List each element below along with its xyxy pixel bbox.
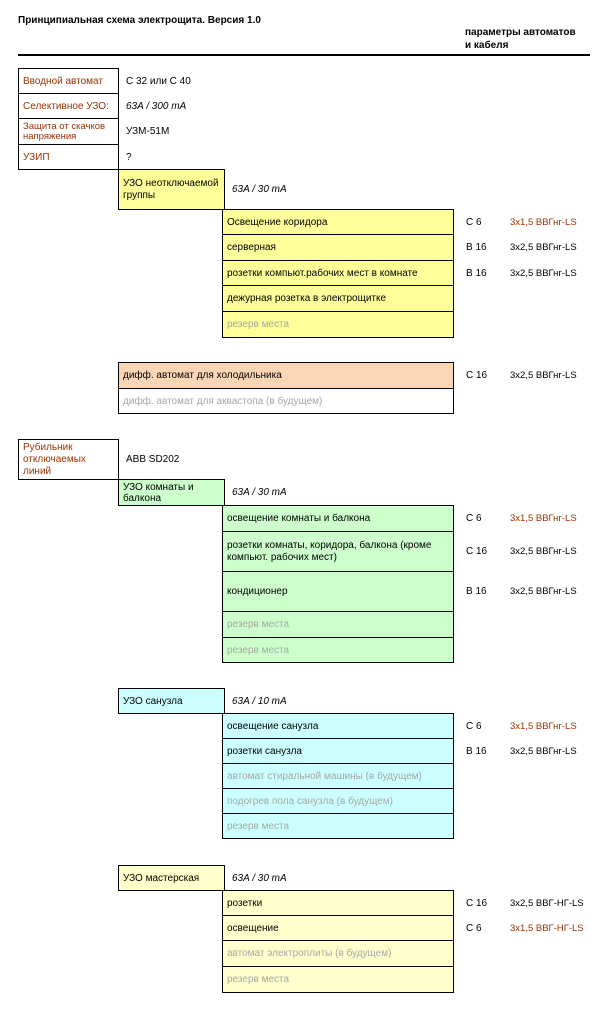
bath-breaker-0: C 6 <box>466 720 482 732</box>
always-on-line-0: Освещение коридора <box>222 209 454 235</box>
uzo-workshop-label: УЗО мастерская <box>118 865 225 891</box>
main-label-0: Вводной автомат <box>18 68 119 94</box>
workshop-breaker-1: C 6 <box>466 922 482 934</box>
params-header: параметры автоматов и кабеля <box>465 26 576 52</box>
always-on-line-4: резерв места <box>222 311 454 338</box>
main-label-2: Защита от скачков напряжения <box>18 118 119 145</box>
diff-fridge-cable: 3x2,5 ВВГнг-LS <box>510 370 577 381</box>
diff-fridge: дифф. автомат для холодильника <box>118 362 454 389</box>
main-value-2: УЗМ-51М <box>126 126 170 137</box>
switch-value: ABB SD202 <box>126 454 180 465</box>
always-on-breaker-2: B 16 <box>466 267 487 279</box>
workshop-line-2: автомат электроплиты (в будущем) <box>222 940 454 967</box>
bath-line-2: автомат стиральной машины (в будущем) <box>222 763 454 789</box>
workshop-cable-0: 3x2,5 ВВГ-НГ-LS <box>510 897 584 909</box>
uzo-room-rating: 63A / 30 mA <box>232 487 287 498</box>
room-cable-2: 3x2,5 ВВГнг-LS <box>510 586 577 597</box>
always-on-breaker-0: C 6 <box>466 216 482 228</box>
params-header-line1: параметры автоматов <box>465 27 576 38</box>
main-label-3: УЗИП <box>18 144 119 170</box>
page-title: Принципиальная схема электрощита. Версия… <box>18 15 261 26</box>
room-cable-0: 3x1,5 ВВГнг-LS <box>510 513 577 524</box>
room-line-3: резерв места <box>222 611 454 638</box>
room-line-0: освещение комнаты и балкона <box>222 505 454 532</box>
diff-fridge-breaker: C 16 <box>466 370 488 381</box>
workshop-line-1: освещение <box>222 915 454 941</box>
bath-line-3: подогрев пола санузла (в будущем) <box>222 788 454 814</box>
always-on-cable-0: 3x1,5 ВВГнг-LS <box>510 216 577 228</box>
room-line-2: кондиционер <box>222 571 454 612</box>
main-value-3: ? <box>126 151 132 163</box>
room-breaker-1: C 16 <box>466 546 488 557</box>
switch-label: Рубильник отключаемых линий <box>18 439 119 480</box>
header-rule <box>18 54 590 56</box>
uzo-bath-rating: 63A / 10 mA <box>232 695 287 707</box>
bath-cable-0: 3x1,5 ВВГнг-LS <box>510 720 577 732</box>
room-breaker-0: C 6 <box>466 513 482 524</box>
bath-breaker-1: B 16 <box>466 745 487 757</box>
uzo-bath-label: УЗО санузла <box>118 688 225 714</box>
always-on-line-1: серверная <box>222 234 454 261</box>
always-on-line-3: дежурная розетка в электрощитке <box>222 285 454 312</box>
room-breaker-2: B 16 <box>466 586 487 597</box>
params-header-line2: и кабеля <box>465 40 509 51</box>
bath-line-1: розетки санузла <box>222 738 454 764</box>
bath-cable-1: 3x2,5 ВВГнг-LS <box>510 745 577 757</box>
main-label-1: Селективное УЗО: <box>18 93 119 119</box>
bath-line-4: резерв места <box>222 813 454 839</box>
main-value-1: 63A / 300 mA <box>126 100 187 112</box>
always-on-breaker-1: B 16 <box>466 242 487 253</box>
uzo-room-label: УЗО комнаты и балкона <box>118 479 225 506</box>
always-on-cable-1: 3x2,5 ВВГнг-LS <box>510 242 577 253</box>
main-value-0: C 32 или C 40 <box>126 75 191 87</box>
uzo-workshop-rating: 63A / 30 mA <box>232 872 287 884</box>
workshop-line-0: розетки <box>222 890 454 916</box>
always-on-cable-2: 3x2,5 ВВГнг-LS <box>510 267 577 279</box>
uzo-always-on-label: УЗО неотключаемой группы <box>118 169 225 210</box>
room-line-1: розетки комнаты, коридора, балкона (кром… <box>222 531 454 572</box>
uzo-always-on-rating: 63A / 30 mA <box>232 184 287 195</box>
bath-line-0: освещение санузла <box>222 713 454 739</box>
room-cable-1: 3x2,5 ВВГнг-LS <box>510 546 577 557</box>
workshop-cable-1: 3x1,5 ВВГ-НГ-LS <box>510 922 584 934</box>
diff-aquastop: дифф. автомат для аквастопа (в будущем) <box>118 388 454 414</box>
workshop-line-3: резерв места <box>222 966 454 993</box>
room-line-4: резерв места <box>222 637 454 663</box>
workshop-breaker-0: C 16 <box>466 897 488 909</box>
always-on-line-2: розетки компьют.рабочих мест в комнате <box>222 260 454 286</box>
